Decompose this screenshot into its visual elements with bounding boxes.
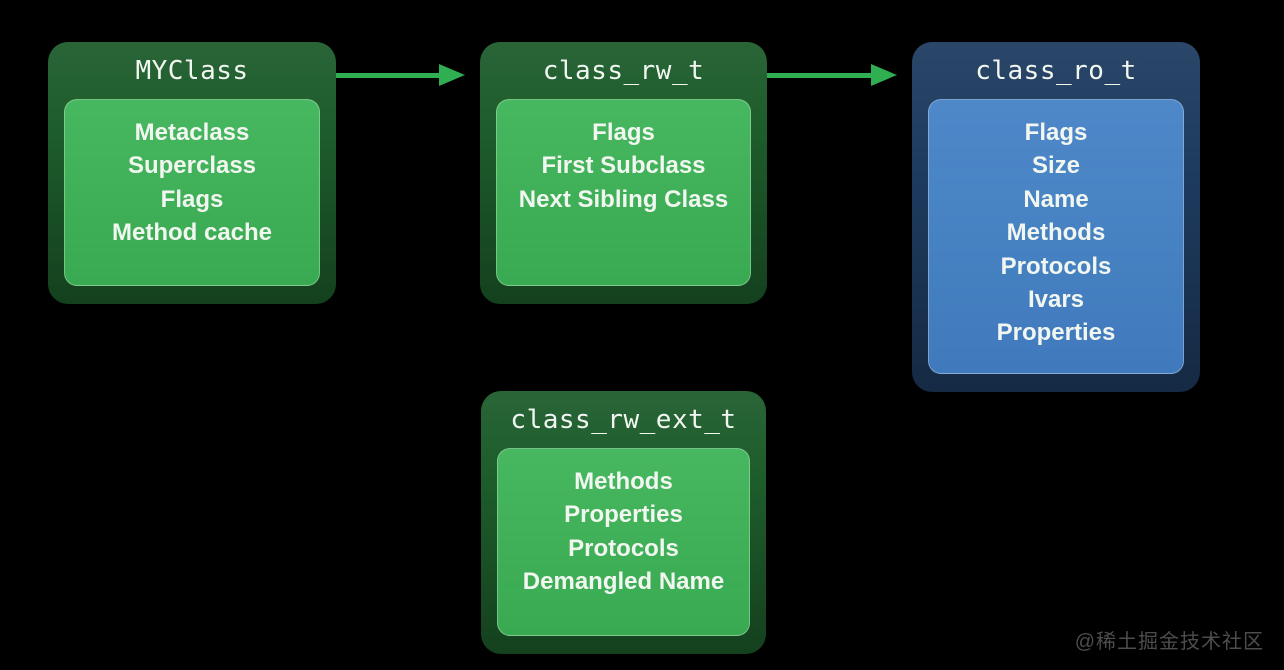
field-properties: Properties bbox=[996, 319, 1116, 347]
field-properties: Properties bbox=[564, 501, 683, 529]
field-superclass: Superclass bbox=[127, 152, 257, 180]
arrow-head-icon bbox=[439, 64, 465, 86]
field-name: Name bbox=[1023, 185, 1089, 213]
field-protocols: Protocols bbox=[1000, 252, 1112, 280]
field-methods: Methods bbox=[1006, 219, 1106, 247]
arrow-myclass-to-class-rw-t bbox=[336, 64, 465, 86]
node-class-ro-t: class_ro_t Flags Size Name Methods Proto… bbox=[912, 42, 1200, 392]
field-methods: Methods bbox=[574, 468, 673, 495]
watermark: @稀土掘金技术社区 bbox=[1074, 631, 1264, 653]
node-body-class-ro-t: Flags Size Name Methods Protocols Ivars … bbox=[928, 99, 1184, 374]
node-title-class-ro-t: class_ro_t bbox=[975, 55, 1137, 86]
node-title-class-rw-ext-t: class_rw_ext_t bbox=[510, 404, 737, 435]
field-size: Size bbox=[1031, 152, 1081, 180]
node-class-rw-ext-t: class_rw_ext_t Methods Properties Protoc… bbox=[481, 391, 766, 654]
field-next-sibling-class: Next Sibling Class bbox=[518, 185, 729, 213]
arrow-head-icon bbox=[871, 64, 897, 86]
arrow-shaft bbox=[767, 72, 871, 78]
field-flags: Flags bbox=[1024, 119, 1088, 146]
arrow-shaft bbox=[336, 72, 439, 78]
node-body-myclass: Metaclass Superclass Flags Method cache bbox=[64, 99, 320, 286]
field-flags: Flags bbox=[592, 119, 655, 146]
node-body-class-rw-t: Flags First Subclass Next Sibling Class bbox=[496, 99, 751, 286]
field-ivars: Ivars bbox=[1027, 286, 1085, 314]
field-first-subclass: First Subclass bbox=[541, 152, 706, 180]
field-method-cache: Method cache bbox=[111, 219, 273, 247]
node-title-myclass: MYClass bbox=[135, 55, 249, 86]
arrow-class-rw-t-to-class-ro-t bbox=[767, 64, 897, 86]
field-demangled-name: Demangled Name bbox=[522, 568, 725, 596]
node-body-class-rw-ext-t: Methods Properties Protocols Demangled N… bbox=[497, 448, 750, 636]
node-title-class-rw-t: class_rw_t bbox=[542, 55, 705, 86]
field-flags: Flags bbox=[160, 185, 224, 213]
node-class-rw-t: class_rw_t Flags First Subclass Next Sib… bbox=[480, 42, 767, 304]
node-myclass: MYClass Metaclass Superclass Flags Metho… bbox=[48, 42, 336, 304]
field-metaclass: Metaclass bbox=[134, 119, 250, 146]
field-protocols: Protocols bbox=[568, 534, 679, 562]
